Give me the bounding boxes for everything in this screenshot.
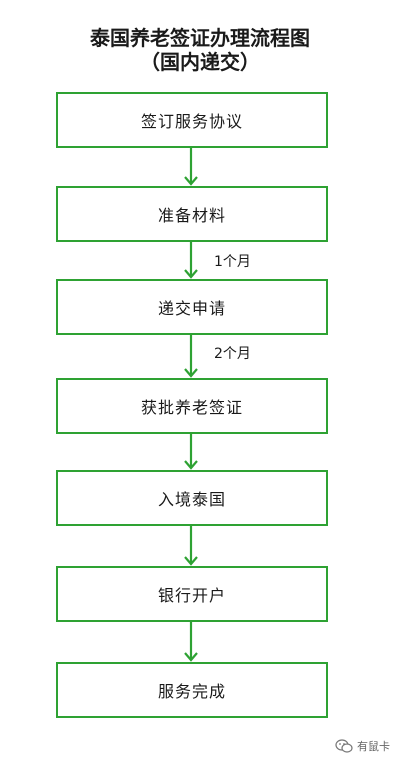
step-label: 银行开户 [157, 586, 226, 605]
flow-arrow [184, 148, 198, 186]
flow-arrow [184, 242, 198, 279]
duration-label-1-month: 1个月 [214, 254, 251, 270]
step-sign-agreement: 签订服务协议 [56, 92, 328, 148]
step-label: 获批养老签证 [140, 398, 243, 417]
step-open-bank-account: 银行开户 [56, 566, 328, 622]
watermark: 有鼠卡 [335, 738, 390, 754]
watermark-text: 有鼠卡 [357, 740, 390, 753]
step-label: 签订服务协议 [140, 112, 243, 131]
flow-arrow [184, 622, 198, 662]
step-prepare-materials: 准备材料 [56, 186, 328, 242]
step-label: 递交申请 [157, 299, 226, 318]
page-title: 泰国养老签证办理流程图 [90, 26, 310, 50]
wechat-icon [335, 739, 353, 753]
step-service-complete: 服务完成 [56, 662, 328, 718]
duration-label-2-months: 2个月 [214, 346, 251, 362]
step-visa-approved: 获批养老签证 [56, 378, 328, 434]
flow-arrow [184, 434, 198, 470]
flow-arrow [184, 526, 198, 566]
page-subtitle: （国内递交） [140, 50, 260, 74]
step-label: 入境泰国 [157, 490, 226, 509]
step-label: 准备材料 [157, 206, 226, 225]
flow-arrow [184, 335, 198, 378]
step-label: 服务完成 [157, 682, 226, 701]
step-enter-thailand: 入境泰国 [56, 470, 328, 526]
step-submit-application: 递交申请 [56, 279, 328, 335]
